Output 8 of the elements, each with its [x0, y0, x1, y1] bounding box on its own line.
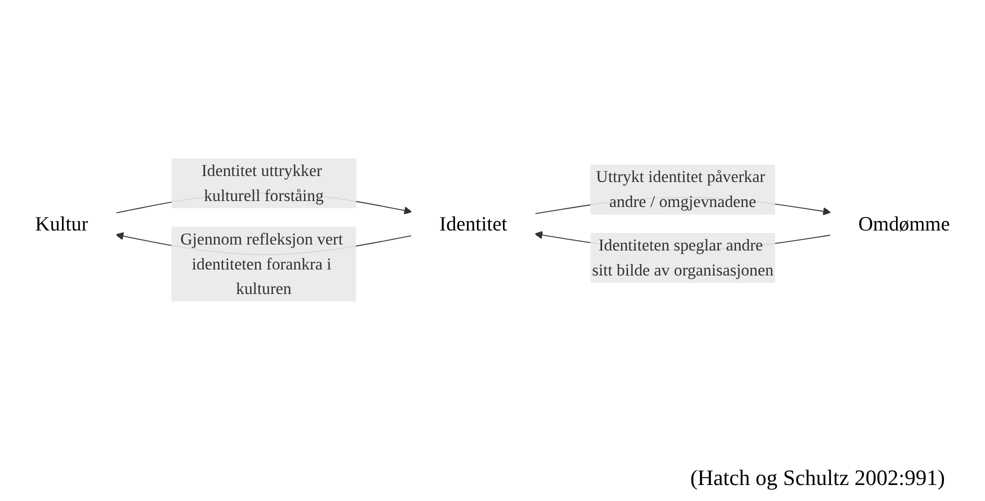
edge-label: Identitet uttrykker kulturell forståing: [201, 162, 324, 206]
edge-label: Gjennom refleksjon vert identiteten forankra i kulturen: [180, 230, 343, 298]
caption: (Hatch og Schultz 2002:991): [690, 465, 945, 491]
node-text: Kultur: [35, 212, 88, 236]
node-text: Identitet: [439, 212, 508, 236]
edge-label: Identiteten speglar andre sitt bilde av organisasjonen: [592, 236, 774, 280]
node-text: Omdømme: [858, 212, 950, 236]
edge-label: Uttrykt identitet påverkar andre / omgjevnadene: [596, 168, 766, 212]
